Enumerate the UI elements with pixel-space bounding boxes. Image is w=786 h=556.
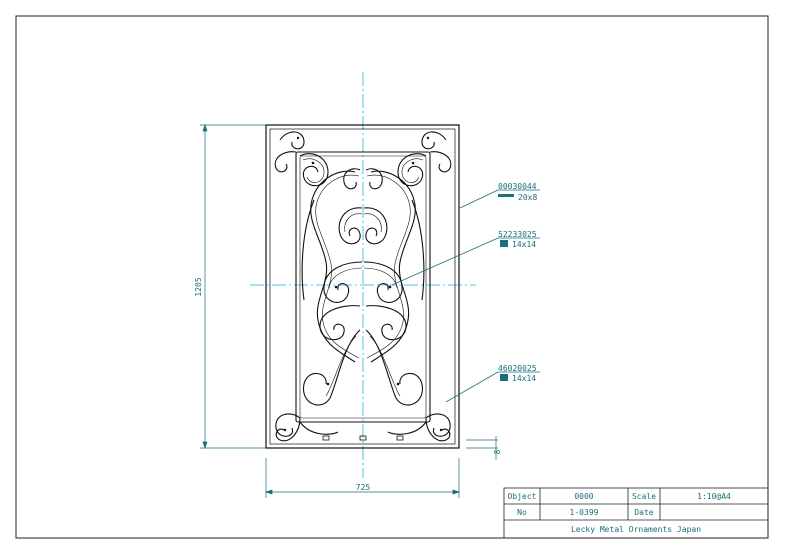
object-value: 0000 xyxy=(574,492,593,501)
no-value: 1-0399 xyxy=(570,508,599,517)
height-dimension-label: 1205 xyxy=(194,277,203,296)
part-code-3: 46020025 xyxy=(498,364,537,373)
part-code-2: 52233025 xyxy=(498,230,537,239)
date-label: Date xyxy=(634,508,653,517)
part-size-3: 14x14 xyxy=(512,374,536,383)
center-lines xyxy=(250,72,476,478)
bar-dimension-label: 8 xyxy=(493,449,502,454)
scale-value: 1:10@A4 xyxy=(697,492,731,501)
sheet-border xyxy=(15,15,769,539)
callout-part-2: 52233025 14x14 xyxy=(391,230,540,286)
part-code-1: 00030044 xyxy=(498,182,537,191)
callout-part-1: 00030044 20x8 xyxy=(459,182,540,209)
scroll-ornament xyxy=(274,131,452,442)
callout-part-3: 46020025 14x14 xyxy=(445,364,540,403)
dimension-bar xyxy=(466,436,498,460)
scale-label: Scale xyxy=(632,492,656,501)
gate-frame xyxy=(265,124,460,449)
title-block xyxy=(503,487,769,539)
dimension-width xyxy=(264,458,461,498)
part-size-2: 14x14 xyxy=(512,240,536,249)
dimension-height xyxy=(200,123,266,450)
inner-panel xyxy=(295,151,431,423)
width-dimension-label: 725 xyxy=(356,483,371,492)
part-size-1: 20x8 xyxy=(518,193,537,202)
company-name: Lecky Metal Ornaments Japan xyxy=(571,525,701,534)
no-label: No xyxy=(517,508,527,517)
object-label: Object xyxy=(508,492,537,501)
